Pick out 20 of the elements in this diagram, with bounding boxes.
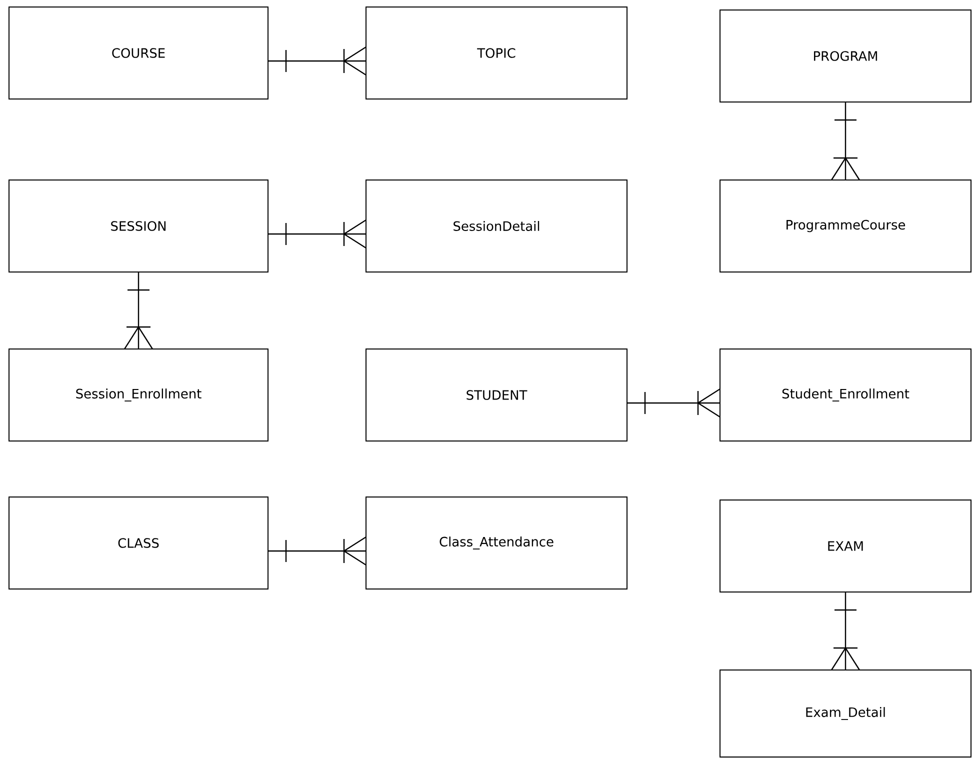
- entity-box: SESSION: [8, 180, 268, 272]
- entity-box: Class_Attendance: [366, 496, 628, 590]
- relationship-line: [267, 46, 367, 76]
- entity-box: TOPIC: [366, 6, 628, 100]
- entity-box: EXAM: [720, 500, 972, 592]
- entity-box: Student_Enrollment: [720, 348, 972, 442]
- relationship-line: [267, 219, 367, 249]
- entity-box: COURSE: [8, 6, 268, 100]
- entity-box: PROGRAM: [720, 10, 972, 102]
- relationship-line: [626, 388, 721, 418]
- entity-box: Exam_Detail: [720, 670, 972, 758]
- relationship-line: [267, 536, 367, 566]
- entity-box: STUDENT: [366, 348, 628, 442]
- relationship-line: [830, 591, 860, 671]
- entity-box: Session_Enrollment: [8, 348, 268, 442]
- entity-box: CLASS: [8, 496, 268, 590]
- entity-box: SessionDetail: [366, 180, 628, 272]
- entity-box: ProgrammeCourse: [720, 180, 972, 272]
- relationship-line: [124, 271, 154, 350]
- relationship-line: [830, 101, 860, 181]
